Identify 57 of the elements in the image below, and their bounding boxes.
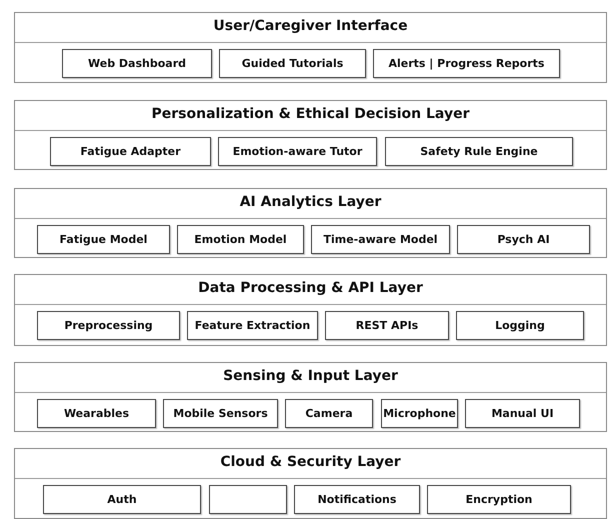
component-label: Emotion-aware Tutor: [232, 145, 362, 158]
component-box: [50, 137, 211, 166]
component-label: Preprocessing: [64, 319, 153, 332]
layer-title: Cloud & Security Layer: [219, 454, 402, 470]
component-box: [37, 311, 180, 340]
component-box: [427, 485, 571, 514]
layer-title: Data Processing & API Layer: [197, 280, 424, 296]
component-label: Notifications: [318, 493, 396, 506]
component-box: [294, 485, 420, 514]
layer-title: AI Analytics Layer: [238, 194, 382, 210]
component-label: Psych AI: [497, 233, 550, 246]
component-box: [385, 137, 573, 166]
component-box: [62, 49, 212, 78]
component-box: [311, 225, 450, 254]
layer-panel: [14, 274, 607, 346]
component-box: [381, 399, 458, 428]
component-box: [218, 137, 377, 166]
component-box: [209, 485, 287, 514]
component-label: Microphone: [383, 407, 456, 420]
layer-panel: [14, 362, 607, 432]
component-box: [177, 225, 304, 254]
component-box: [325, 311, 449, 340]
component-box: [163, 399, 278, 428]
component-box: [43, 485, 201, 514]
layer-panel: [14, 188, 607, 258]
component-label: Manual UI: [491, 407, 554, 420]
component-box: [456, 311, 584, 340]
layer-title: User/Caregiver Interface: [212, 18, 409, 34]
layer-title: Sensing & Input Layer: [222, 368, 399, 384]
component-box: [465, 399, 580, 428]
component-label: Web Dashboard: [88, 57, 186, 70]
component-box: [219, 49, 366, 78]
component-box: [187, 311, 318, 340]
component-box: [37, 225, 170, 254]
component-label: Logging: [495, 319, 545, 332]
component-box: [285, 399, 373, 428]
component-label: Wearables: [64, 407, 130, 420]
component-label: Guided Tutorials: [242, 57, 344, 70]
component-label: Auth: [107, 493, 137, 506]
component-label: REST APIs: [356, 319, 418, 332]
layer-title: Personalization & Ethical Decision Layer: [150, 106, 470, 122]
component-label: Alerts | Progress Reports: [388, 57, 544, 70]
component-label: Mobile Sensors: [173, 407, 268, 420]
layer-panel: [14, 12, 607, 83]
component-label: Safety Rule Engine: [420, 145, 538, 158]
layer-panel: [14, 448, 607, 519]
layer-panel: [14, 100, 607, 170]
component-label: Fatigue Model: [60, 233, 148, 246]
component-box: [457, 225, 590, 254]
component-label: Fatigue Adapter: [80, 145, 181, 158]
component-box: [373, 49, 560, 78]
component-label: Feature Extraction: [194, 319, 310, 332]
component-label: Emotion Model: [194, 233, 287, 246]
component-box: [37, 399, 156, 428]
component-label: Time-aware Model: [323, 233, 438, 246]
component-label: Camera: [305, 407, 353, 420]
component-label: Encryption: [466, 493, 532, 506]
